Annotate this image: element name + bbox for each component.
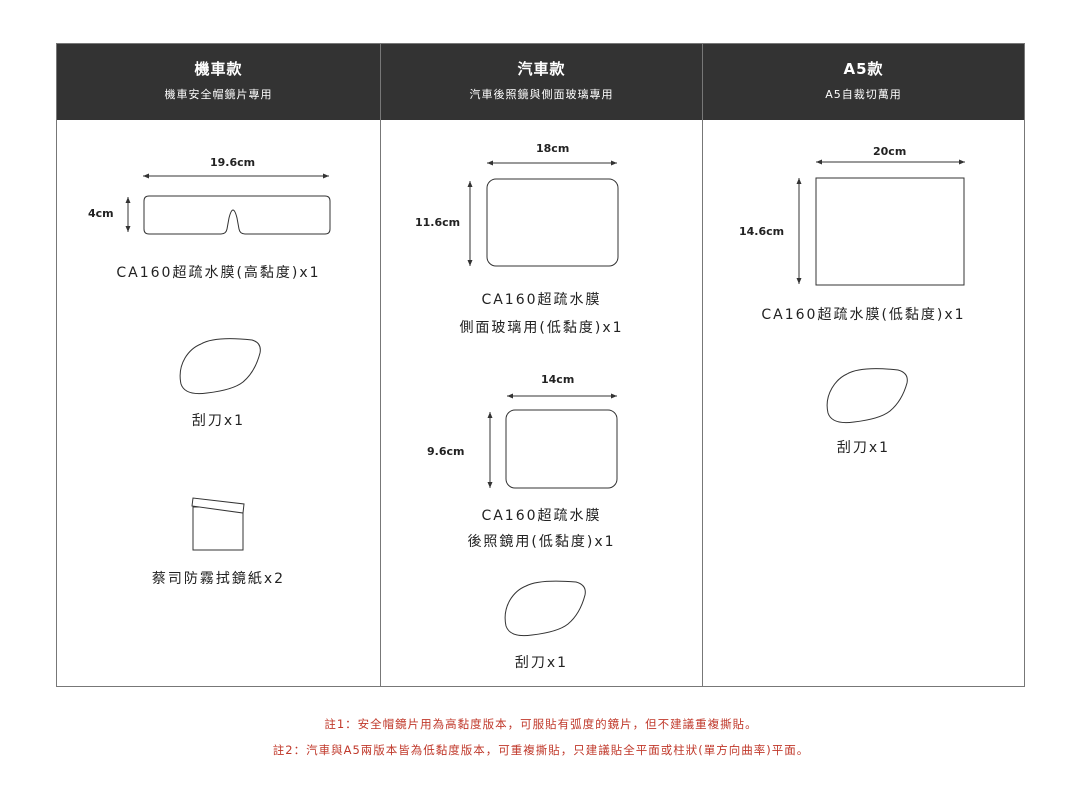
- scraper-icon: [826, 368, 908, 424]
- a5-film-shape: [815, 177, 965, 286]
- film-label: CA160超疏水膜(低黏度)x1: [761, 307, 966, 323]
- dim-width: 18cm: [536, 142, 570, 155]
- product-comparison-table: 機車款 機車安全帽鏡片專用 19.6cm 4cm CA160超疏水膜(高黏度)x…: [56, 43, 1025, 687]
- column-title: 機車款: [194, 60, 243, 78]
- scraper-icon: [504, 580, 586, 637]
- column-car: 汽車款 汽車後照鏡與側面玻璃專用 18cm 11.6cm CA160超疏水膜: [381, 44, 703, 686]
- film-label-line1: CA160超疏水膜: [481, 292, 602, 308]
- mirror-film-shape: [505, 409, 618, 489]
- dim-width: 19.6cm: [210, 156, 256, 169]
- column-title: 汽車款: [517, 60, 566, 78]
- visor-film-shape: [143, 195, 331, 235]
- dim-width: 20cm: [873, 145, 907, 158]
- scraper-label: 刮刀x1: [191, 413, 246, 429]
- dim-width: 14cm: [541, 373, 575, 386]
- a5-diagrams: [796, 159, 965, 424]
- film-label-line1: CA160超疏水膜: [481, 508, 602, 524]
- column-header-a5: A5款 A5自裁切萬用: [703, 44, 1024, 120]
- column-header-motorcycle: 機車款 機車安全帽鏡片專用: [57, 44, 380, 120]
- dim-height: 9.6cm: [427, 445, 465, 458]
- wipe-paper-icon: [191, 497, 245, 551]
- note-1: 註1：安全帽鏡片用為高黏度版本，可服貼有弧度的鏡片，但不建議重複撕貼。: [324, 717, 758, 731]
- motorcycle-diagrams: [125, 173, 331, 551]
- film-label-line2: 後照鏡用(低黏度)x1: [467, 534, 616, 550]
- note-2: 註2：汽車與A5兩版本皆為低黏度版本，可重複撕貼，只建議貼全平面或柱狀(單方向曲…: [272, 743, 810, 757]
- dim-height: 14.6cm: [739, 225, 785, 238]
- film-label-line2: 側面玻璃用(低黏度)x1: [459, 320, 624, 336]
- column-a5: A5款 A5自裁切萬用 20cm 14.6cm CA160超疏水膜(低黏度)x1…: [703, 44, 1024, 686]
- dim-height: 4cm: [88, 207, 114, 220]
- column-header-car: 汽車款 汽車後照鏡與側面玻璃專用: [381, 44, 702, 120]
- column-motorcycle: 機車款 機車安全帽鏡片專用 19.6cm 4cm CA160超疏水膜(高黏度)x…: [57, 44, 381, 686]
- column-subtitle: A5自裁切萬用: [825, 88, 902, 101]
- column-subtitle: 汽車後照鏡與側面玻璃專用: [469, 88, 614, 101]
- scraper-label: 刮刀x1: [836, 440, 891, 456]
- dim-height: 11.6cm: [415, 216, 461, 229]
- film-label: CA160超疏水膜(高黏度)x1: [116, 265, 321, 281]
- car-diagrams: [467, 160, 619, 637]
- wipe-paper-label: 蔡司防霧拭鏡紙x2: [151, 571, 286, 587]
- scraper-icon: [179, 338, 261, 395]
- scraper-label: 刮刀x1: [514, 655, 569, 671]
- column-subtitle: 機車安全帽鏡片專用: [164, 88, 273, 101]
- side-glass-film-shape: [486, 178, 619, 267]
- column-title: A5款: [843, 60, 884, 78]
